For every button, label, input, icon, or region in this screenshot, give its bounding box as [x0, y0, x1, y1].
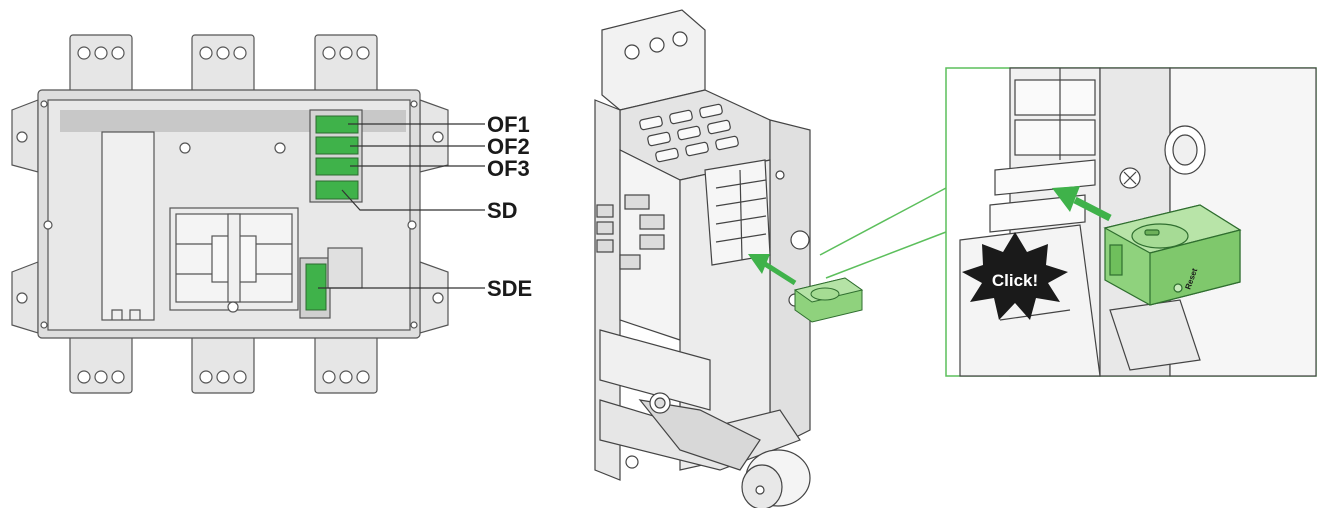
callout-connectors [819, 187, 947, 279]
label-of1: OF1 [487, 112, 530, 137]
zoom-insertion-arrow [1052, 186, 1112, 222]
zoom-sde-module [1103, 204, 1242, 306]
iso-aux-slots [704, 159, 771, 266]
zoom-callout: Reset Click! [945, 67, 1317, 377]
mechanism-window [169, 207, 299, 313]
iso-insertion-arrow [748, 254, 797, 286]
label-of2: OF2 [487, 134, 530, 159]
label-sd: SD [487, 198, 518, 223]
click-text: Click! [992, 271, 1038, 290]
top-terminals [69, 34, 378, 96]
sde-contact [305, 263, 327, 311]
leader-lines [318, 123, 485, 289]
breaker-front-view [11, 34, 449, 394]
sd-contact [315, 180, 359, 200]
charging-handle [101, 131, 155, 321]
bottom-terminals [69, 334, 378, 394]
aux-contacts [305, 115, 359, 311]
iso-sde-module [793, 277, 864, 323]
label-sde: SDE [487, 276, 532, 301]
label-of3: OF3 [487, 156, 530, 181]
click-burst: Click! [962, 232, 1068, 320]
breaker-isometric-view [594, 9, 811, 508]
